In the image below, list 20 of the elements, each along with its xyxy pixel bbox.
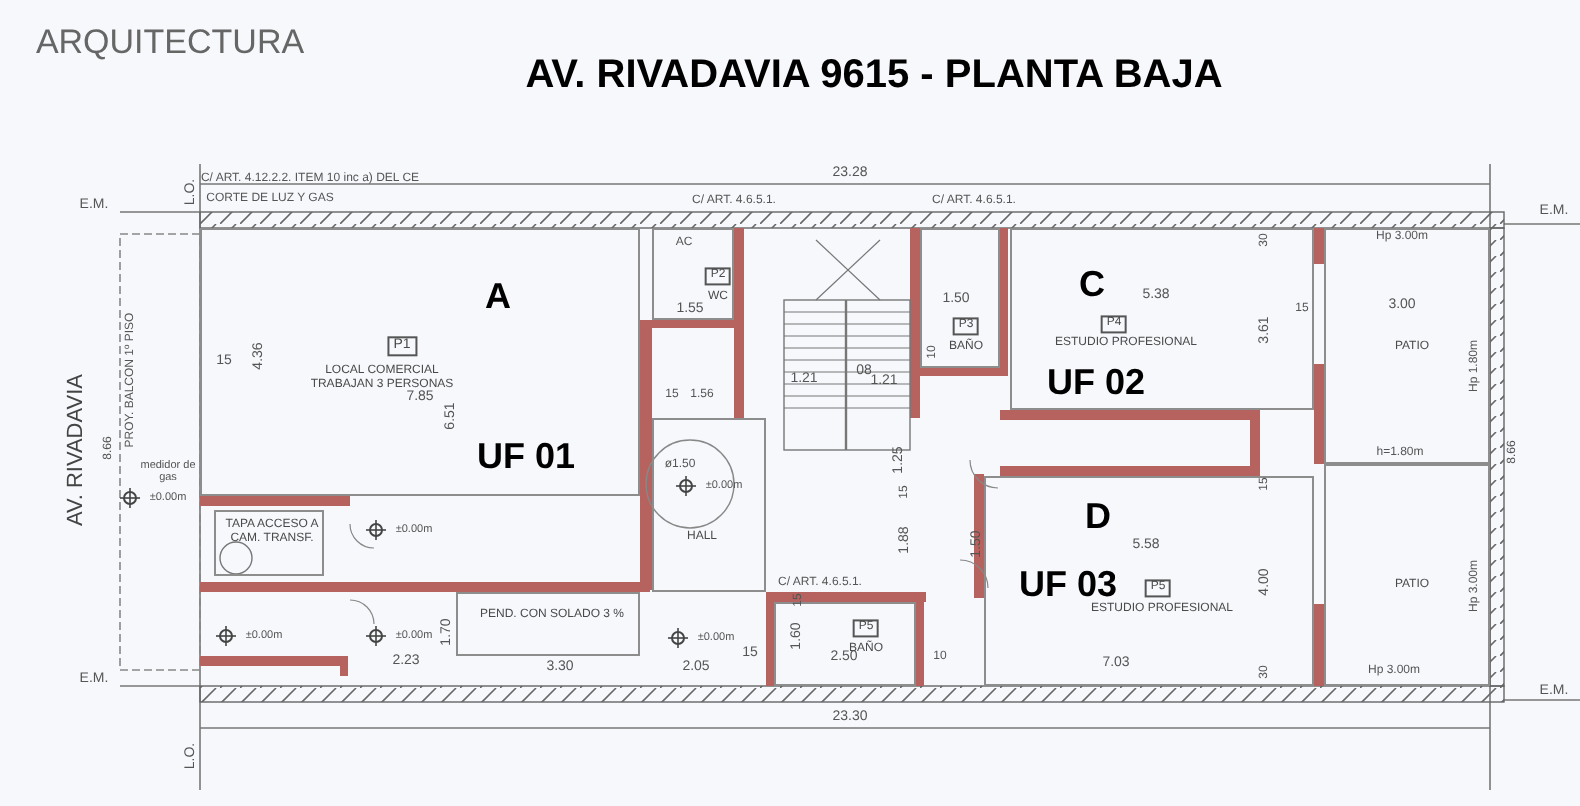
room-area bbox=[214, 510, 324, 576]
room-area bbox=[1324, 228, 1490, 464]
room-area bbox=[200, 228, 640, 496]
room-area bbox=[774, 602, 916, 686]
room-area bbox=[1324, 464, 1490, 686]
section-heading: ARQUITECTURA bbox=[35, 25, 305, 63]
room-area bbox=[1010, 228, 1314, 410]
room-area bbox=[652, 228, 734, 320]
unit-label: D bbox=[1085, 498, 1111, 538]
unit-label: C bbox=[1079, 266, 1105, 306]
room-area bbox=[984, 476, 1314, 686]
unit-label: UF 02 bbox=[1046, 364, 1146, 404]
unit-label: UF 03 bbox=[1018, 566, 1118, 605]
room-area bbox=[920, 228, 1000, 368]
unit-label: UF 01 bbox=[476, 438, 576, 478]
room-area bbox=[456, 592, 640, 656]
street-name: AV. RIVADAVIA bbox=[63, 374, 89, 526]
unit-label: A bbox=[485, 278, 511, 318]
room-area bbox=[652, 418, 766, 592]
title: AV. RIVADAVIA 9615 - PLANTA BAJA bbox=[525, 53, 1223, 99]
